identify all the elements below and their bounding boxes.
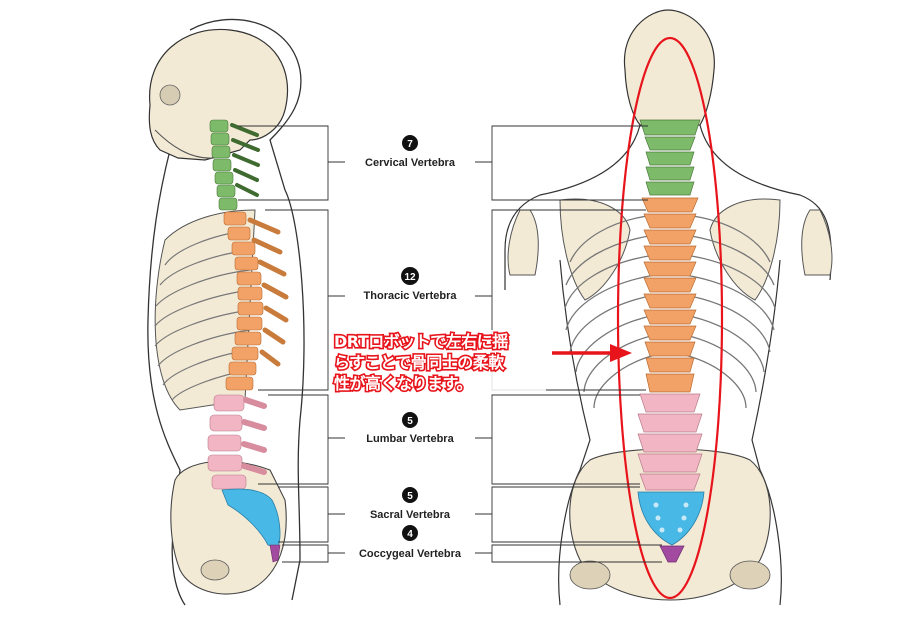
back-coccyx [659,545,685,563]
count-badge [402,135,418,151]
back-sacral-foramina [653,502,689,533]
side-skull [148,28,289,161]
side-sacrum [221,488,281,549]
region-label: Cervical Vertebra [365,157,456,169]
side-view-figure [147,18,305,606]
back-body-outline [504,124,832,606]
region-label-thoracic: 12 Thoracic Vertebra [364,267,458,302]
side-jaw [154,129,216,159]
back-view-figure [504,9,833,606]
annotation-line-2: らすことで骨同士の柔軟 [334,353,505,372]
side-lumbar [207,394,267,490]
back-left-upper-arm [507,209,539,276]
region-label: Thoracic Vertebra [364,290,458,302]
annotation-backdrop [332,330,546,392]
annotation-line-1: DRTロボットで左右に揺 [334,332,508,351]
count-badge-number: 12 [404,272,416,283]
side-hip-socket [200,559,230,581]
count-badge-number: 5 [407,491,413,502]
side-cervical [209,119,260,211]
back-cervical [639,119,701,196]
back-right-hip-joint [729,560,771,590]
side-coccyx [269,544,281,563]
count-badge [402,412,418,428]
side-eye-socket [159,84,181,106]
count-badge-number: 5 [407,416,413,427]
back-right-upper-arm [801,209,833,276]
region-label-lumbar: 5 Lumbar Vertebra [366,412,455,445]
region-label-cervical: 7 Cervical Vertebra [365,135,456,169]
side-body-outline [147,18,305,606]
back-thoracic [641,197,699,393]
back-left-hip-joint [569,560,611,590]
region-label: Coccygeal Vertebra [359,548,462,560]
region-label: Lumbar Vertebra [366,433,454,445]
back-lumbar [637,393,703,491]
count-badge-number: 7 [407,139,413,150]
region-label-sacral: 5 Sacral Vertebra [370,487,451,521]
side-thoracic [223,211,289,391]
count-badge [401,267,419,285]
count-badge [402,525,418,541]
back-right-scapula [709,198,781,301]
side-ribcage [154,209,256,411]
annotation-arrow-head [610,344,632,362]
region-label: Sacral Vertebra [370,509,451,521]
spine-highlight-oval [616,36,724,600]
region-label-coccygeal: 4 Coccygeal Vertebra [359,525,462,560]
count-badge-number: 4 [407,529,413,540]
back-head [623,9,715,126]
back-left-scapula [559,198,631,301]
count-badge [402,487,418,503]
label-brackets [238,125,662,563]
robot-annotation: DRTロボットで左右に揺 らすことで骨同士の柔軟 性が高くなります。 [332,330,632,395]
back-ribs [564,214,776,409]
annotation-line-3: 性が高くなります。 [334,374,472,393]
